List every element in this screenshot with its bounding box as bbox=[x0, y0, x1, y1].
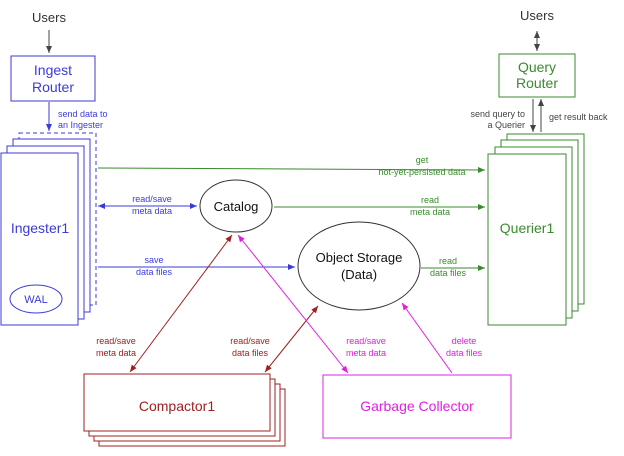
garbage-collector-box: Garbage Collector bbox=[322, 374, 512, 439]
edge-label-gc-catalog-2: meta data bbox=[346, 348, 386, 358]
object-storage-label-line1: Object Storage bbox=[316, 250, 403, 265]
compactor-label: Compactor1 bbox=[139, 398, 215, 414]
ingest-router-label-line2: Router bbox=[32, 79, 74, 95]
catalog-label: Catalog bbox=[214, 199, 259, 214]
garbage-collector-label: Garbage Collector bbox=[360, 398, 474, 414]
edge-label-ingester-catalog-1: read/save bbox=[132, 194, 172, 204]
edge-label-gc-storage-2: data files bbox=[446, 348, 483, 358]
edge-label-compactor-storage-1: read/save bbox=[230, 336, 270, 346]
edge-label-get-not-persisted-1: get bbox=[416, 155, 429, 165]
ingester-stack: Ingester1 WAL bbox=[0, 132, 97, 326]
edge-label-compactor-catalog-1: read/save bbox=[96, 336, 136, 346]
compactor-catalog-arrow bbox=[129, 234, 233, 373]
edge-label-compactor-storage-2: data files bbox=[232, 348, 269, 358]
edge-label-send-to-querier-1: send query to bbox=[470, 109, 525, 119]
compactor-storage-arrow bbox=[264, 305, 319, 373]
edge-label-send-to-ingester-1: send data to bbox=[58, 109, 108, 119]
catalog-node: Catalog bbox=[199, 179, 273, 233]
query-router-box: Query Router bbox=[498, 53, 576, 98]
ingest-router-label-line1: Ingest bbox=[34, 62, 72, 78]
ingester-label: Ingester1 bbox=[11, 220, 70, 236]
object-storage-label-line2: (Data) bbox=[341, 267, 377, 282]
wal-label: WAL bbox=[24, 294, 47, 306]
ingester-to-querier-arrow bbox=[97, 166, 486, 173]
gc-to-storage-arrow bbox=[401, 302, 453, 374]
edge-label-storage-querier-1: read bbox=[439, 256, 457, 266]
edge-label-storage-querier-2: data files bbox=[430, 268, 467, 278]
edge-label-ingester-storage-1: save bbox=[144, 255, 163, 265]
edge-label-get-result-back: get result back bbox=[549, 112, 608, 122]
query-router-label-line2: Router bbox=[516, 75, 558, 91]
edge-label-gc-storage-1: delete bbox=[452, 336, 477, 346]
object-storage-node: Object Storage (Data) bbox=[297, 221, 421, 311]
ingest-router-box: Ingest Router bbox=[10, 55, 96, 102]
edge-label-send-to-querier-2: a Querier bbox=[487, 120, 525, 130]
querier-stack: Querier1 bbox=[487, 133, 585, 326]
users-label-left: Users bbox=[32, 10, 66, 25]
gc-catalog-arrow bbox=[237, 234, 349, 374]
edge-label-compactor-catalog-2: meta data bbox=[96, 348, 136, 358]
edge-label-ingester-storage-2: data files bbox=[136, 267, 173, 277]
edge-label-send-to-ingester-2: an Ingester bbox=[58, 120, 103, 130]
edge-label-gc-catalog-1: read/save bbox=[346, 336, 386, 346]
edge-label-catalog-querier-1: read bbox=[421, 195, 439, 205]
edge-label-ingester-catalog-2: meta data bbox=[132, 206, 172, 216]
query-router-label-line1: Query bbox=[518, 59, 556, 75]
edge-label-get-not-persisted-2: not-yet-persisted data bbox=[378, 167, 465, 177]
querier-label: Querier1 bbox=[500, 220, 555, 236]
compactor-stack: Compactor1 bbox=[83, 373, 286, 447]
edge-label-catalog-querier-2: meta data bbox=[410, 207, 450, 217]
wal-ellipse bbox=[9, 284, 63, 314]
users-label-right: Users bbox=[520, 8, 554, 23]
